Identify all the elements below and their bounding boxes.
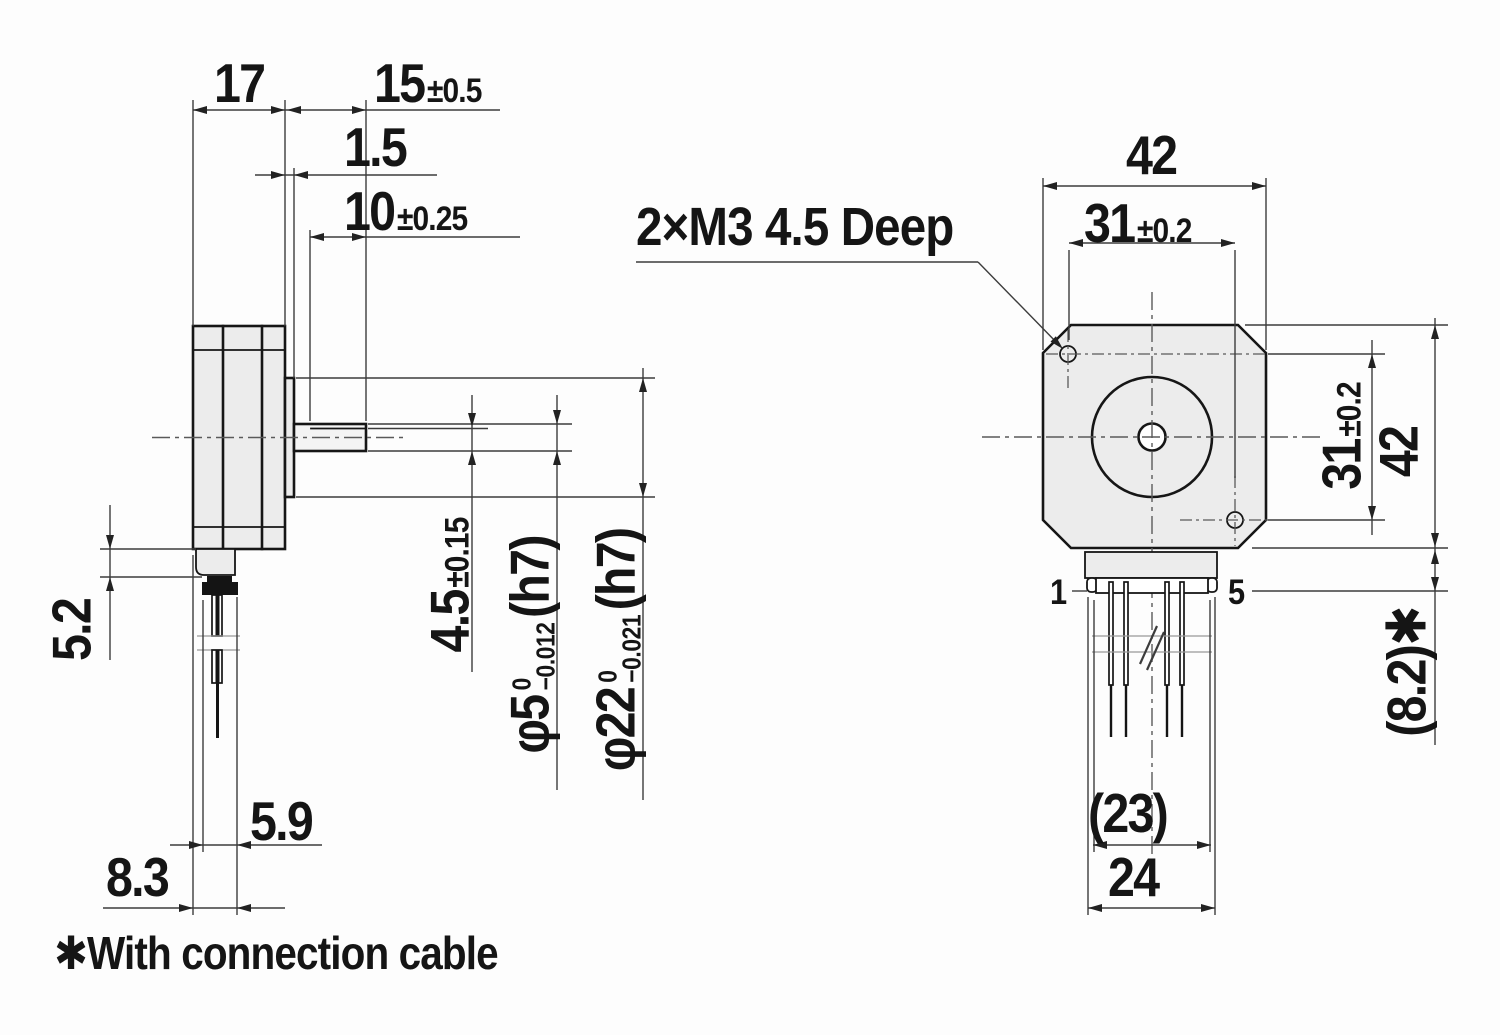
dim-body-length: 17: [214, 52, 266, 114]
dim-hole-pitch-vertical: 31 ±0.2: [1310, 382, 1373, 490]
connector-block-side: [207, 576, 232, 582]
dim-flat-height: 4.5 ±0.15: [418, 517, 481, 653]
pins-side: [197, 594, 240, 738]
callout-leader-diagonal: [977, 261, 1061, 347]
pilot-dia-tolerance-stack: 0 −0.021: [592, 614, 646, 683]
footnote: ✱With connection cable: [54, 927, 499, 979]
pin-label-1: 1: [1050, 573, 1067, 612]
dim-body-length-value: 17: [214, 52, 266, 114]
callout-tapped-holes: 2×M3 4.5 Deep: [636, 197, 954, 257]
dim-shaft-length: 15 ±0.5: [374, 52, 482, 114]
break-symbol: [1092, 625, 1212, 671]
shaft-dia-tolerance-stack: 0 −0.012: [506, 622, 560, 691]
dim-frame-height: 42: [1367, 426, 1430, 478]
pin-label-5: 5: [1228, 573, 1245, 612]
side-view: [152, 324, 405, 738]
dim-pilot-depth: 1.5: [344, 116, 408, 178]
side-view-dimensions: [100, 100, 655, 915]
dim-hole-pitch-horizontal: 31 ±0.2: [1084, 192, 1192, 254]
dim-cable-width: (23): [1088, 782, 1169, 844]
dim-pin-offset: 5.9: [250, 790, 314, 852]
dim-connector-depth: 8.3: [106, 846, 170, 908]
front-view: [982, 292, 1385, 878]
dim-connector-width: 24: [1108, 846, 1160, 908]
pins-front: [1108, 581, 1185, 737]
dim-shaft-dia: φ5 0 −0.012 (h7): [498, 536, 561, 754]
dim-pilot-dia: φ22 0 −0.021 (h7): [584, 528, 647, 772]
connector-housing-side: [195, 548, 236, 576]
dim-flat-length: 10 ±0.25: [344, 180, 468, 242]
dim-frame-width: 42: [1126, 124, 1178, 186]
dim-connector-height: 5.2: [40, 598, 103, 662]
dim-connector-projection: (8.2)✱: [1375, 607, 1438, 737]
connector-housing-front: [1084, 551, 1218, 579]
front-view-dimensions: [636, 178, 1448, 915]
